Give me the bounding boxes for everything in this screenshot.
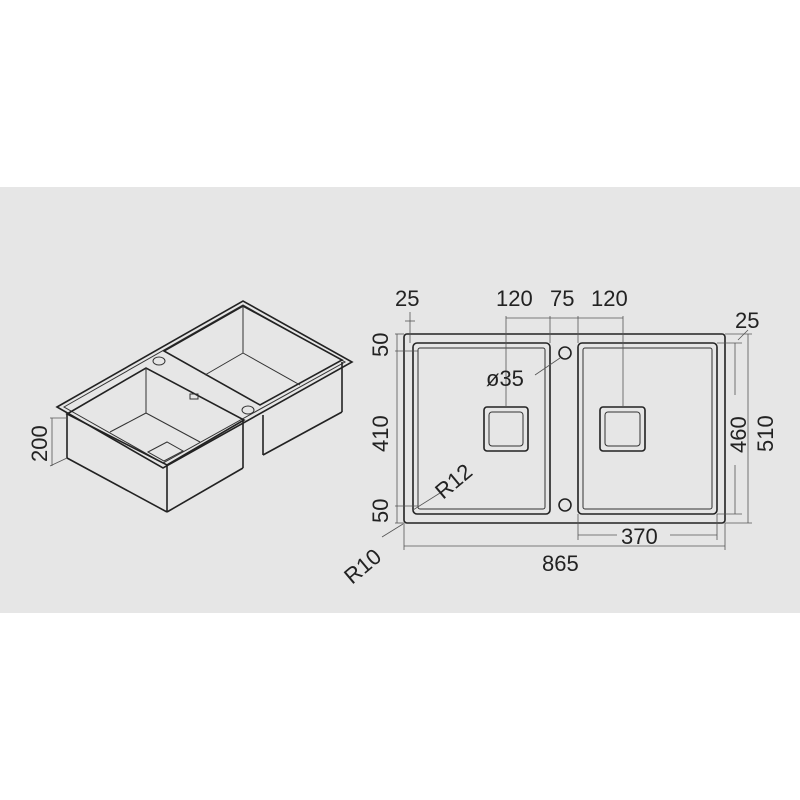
divider-width-label: 75 xyxy=(550,286,574,311)
depth-label: 200 xyxy=(27,425,52,462)
inner-radius-label: R12 xyxy=(430,459,477,504)
overflow-hole xyxy=(558,498,572,512)
hole-diameter-label: ø35 xyxy=(486,366,524,391)
bottom-margin-label: 50 xyxy=(368,499,393,523)
right-margin-label: 25 xyxy=(735,308,759,333)
sink-outline xyxy=(403,333,726,524)
drain-offset-right-label: 120 xyxy=(591,286,628,311)
right-bowl-width-label: 370 xyxy=(621,524,658,549)
tap-hole xyxy=(558,346,572,360)
drain-offset-left-label: 120 xyxy=(496,286,533,311)
top-margin-label: 50 xyxy=(368,333,393,357)
left-bowl xyxy=(412,342,551,515)
left-margin-label: 25 xyxy=(395,286,419,311)
total-length-label: 510 xyxy=(753,415,778,452)
total-width-label: 865 xyxy=(542,551,579,576)
right-bowl xyxy=(577,342,718,515)
isometric-sink-view: 200 xyxy=(27,300,354,513)
plan-view: 25 120 75 120 25 50 410 50 ø35 R12 R10 3… xyxy=(339,286,778,589)
left-drain xyxy=(483,406,529,452)
outer-radius-label: R10 xyxy=(339,544,386,589)
bowl-depth-label: 410 xyxy=(368,415,393,452)
right-drain xyxy=(599,406,646,452)
bowl-length-label: 460 xyxy=(726,416,751,453)
background-band xyxy=(0,187,800,613)
